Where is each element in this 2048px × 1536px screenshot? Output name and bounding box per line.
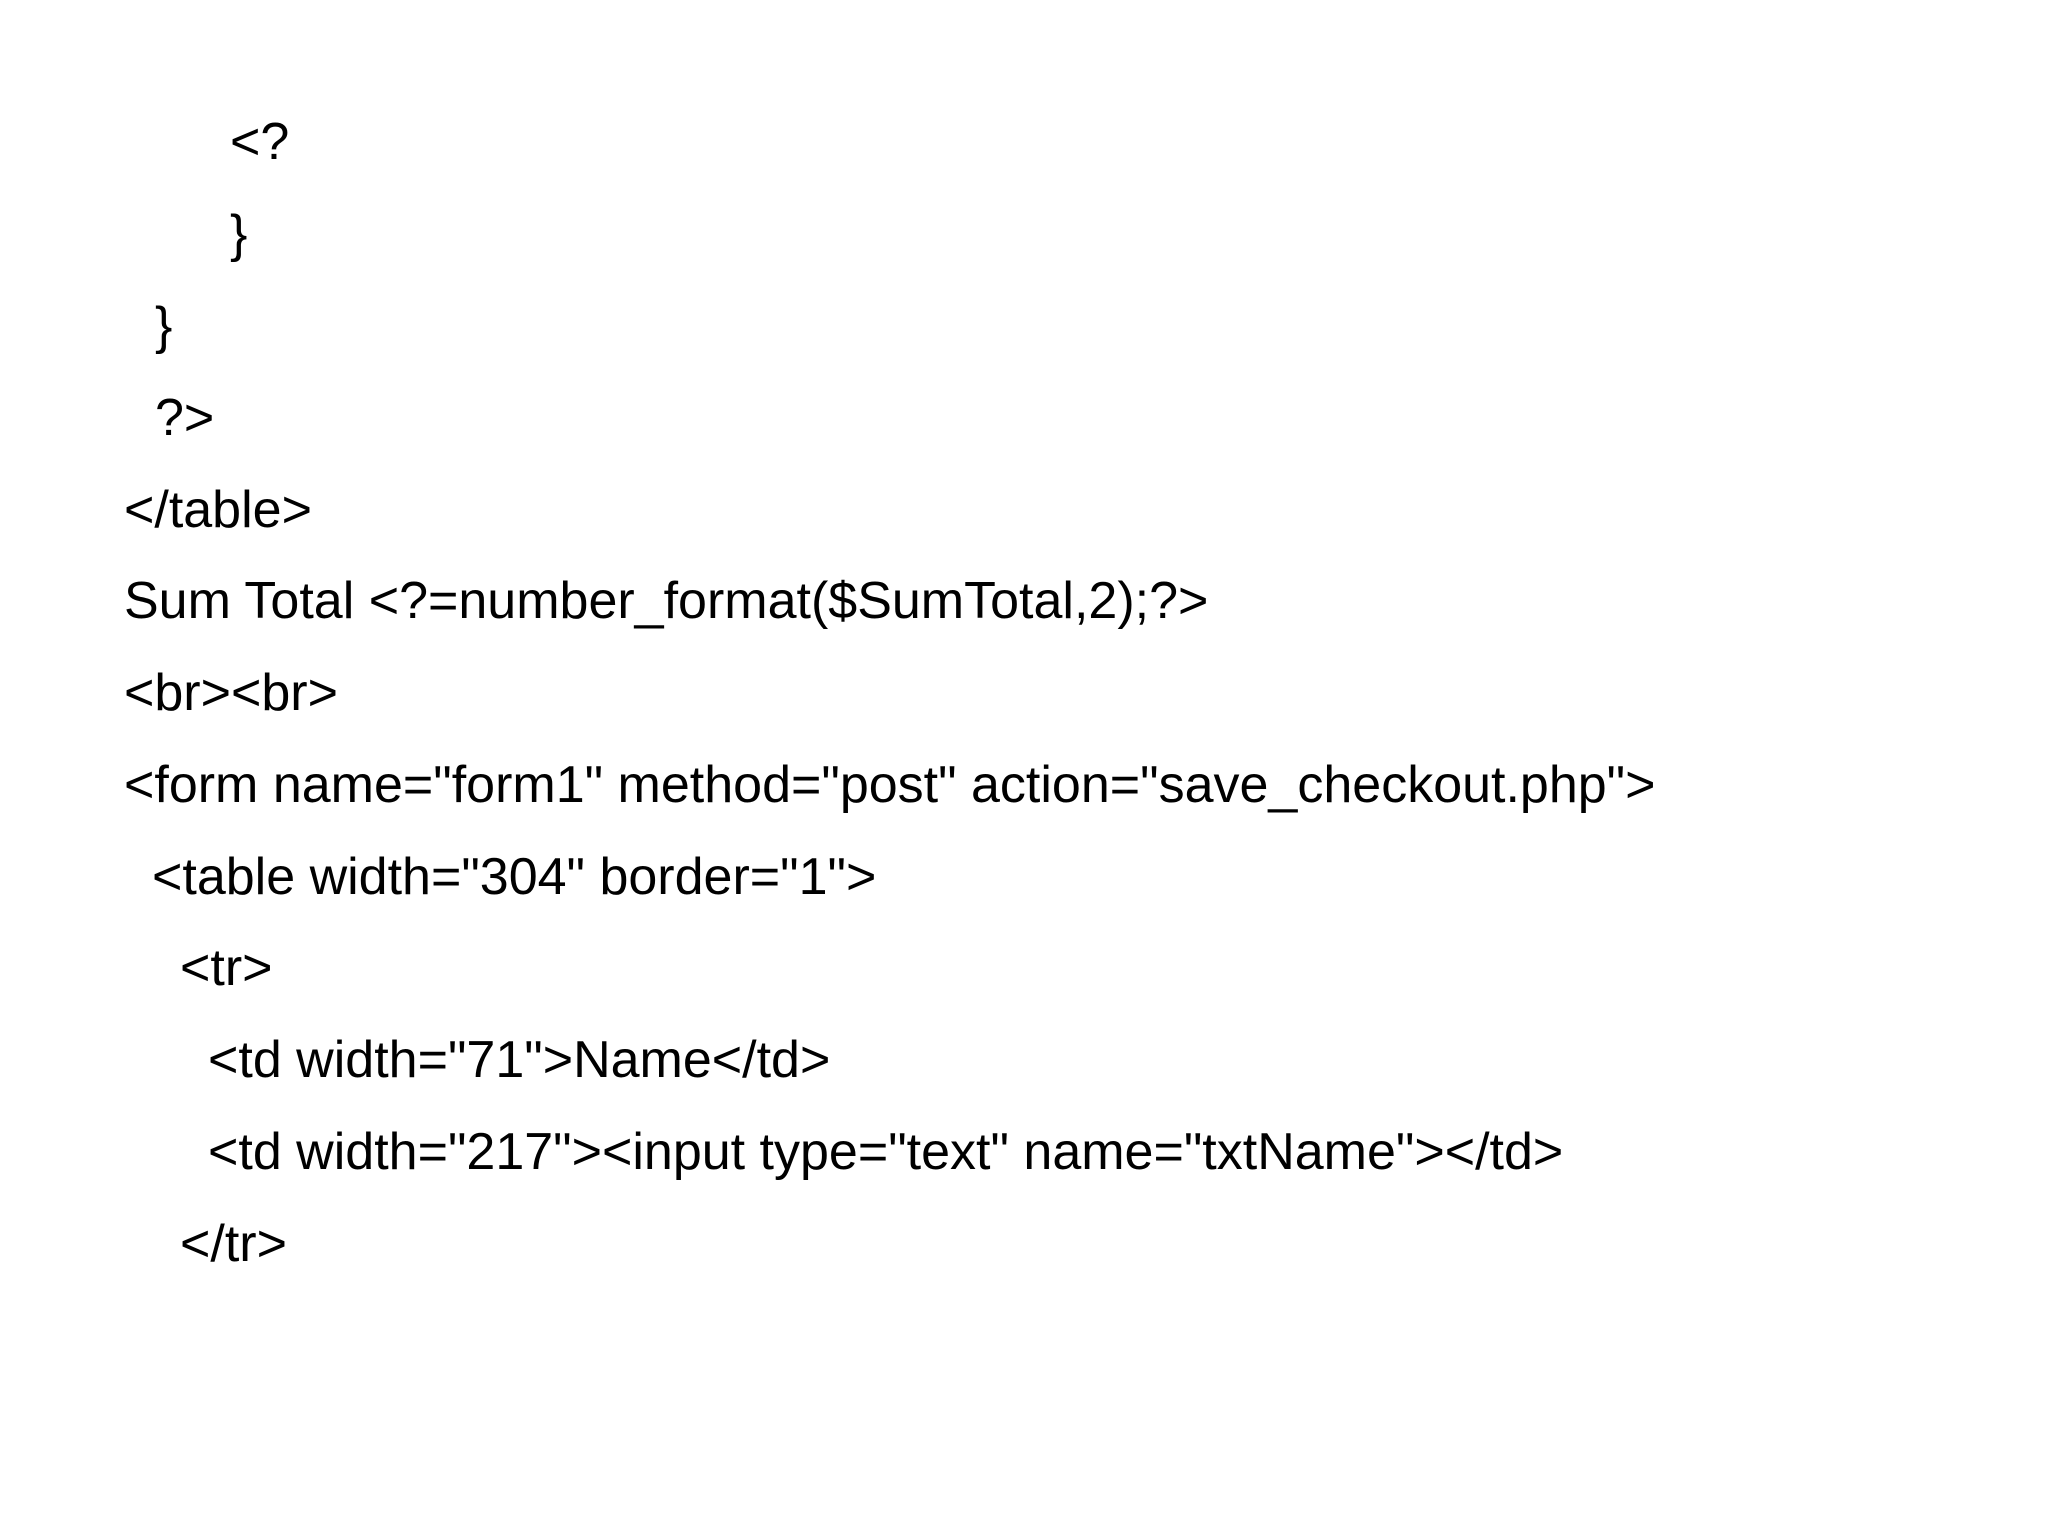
code-line: <form name="form1" method="post" action=… — [124, 756, 1656, 814]
code-line: <td width="71">Name</td> — [208, 1031, 831, 1089]
code-line: } — [230, 205, 248, 263]
code-line: ?> — [155, 389, 215, 447]
code-line: } — [155, 297, 173, 355]
code-line: <tr> — [180, 939, 273, 997]
code-line: Sum Total <?=number_format($SumTotal,2);… — [124, 572, 1209, 630]
code-line: </tr> — [180, 1215, 287, 1273]
code-line: <table width="304" border="1"> — [152, 848, 877, 906]
code-line: <td width="217"><input type="text" name=… — [208, 1123, 1564, 1181]
code-line: </table> — [124, 481, 312, 539]
code-line: <br><br> — [124, 664, 338, 722]
code-line: <? — [230, 113, 290, 171]
